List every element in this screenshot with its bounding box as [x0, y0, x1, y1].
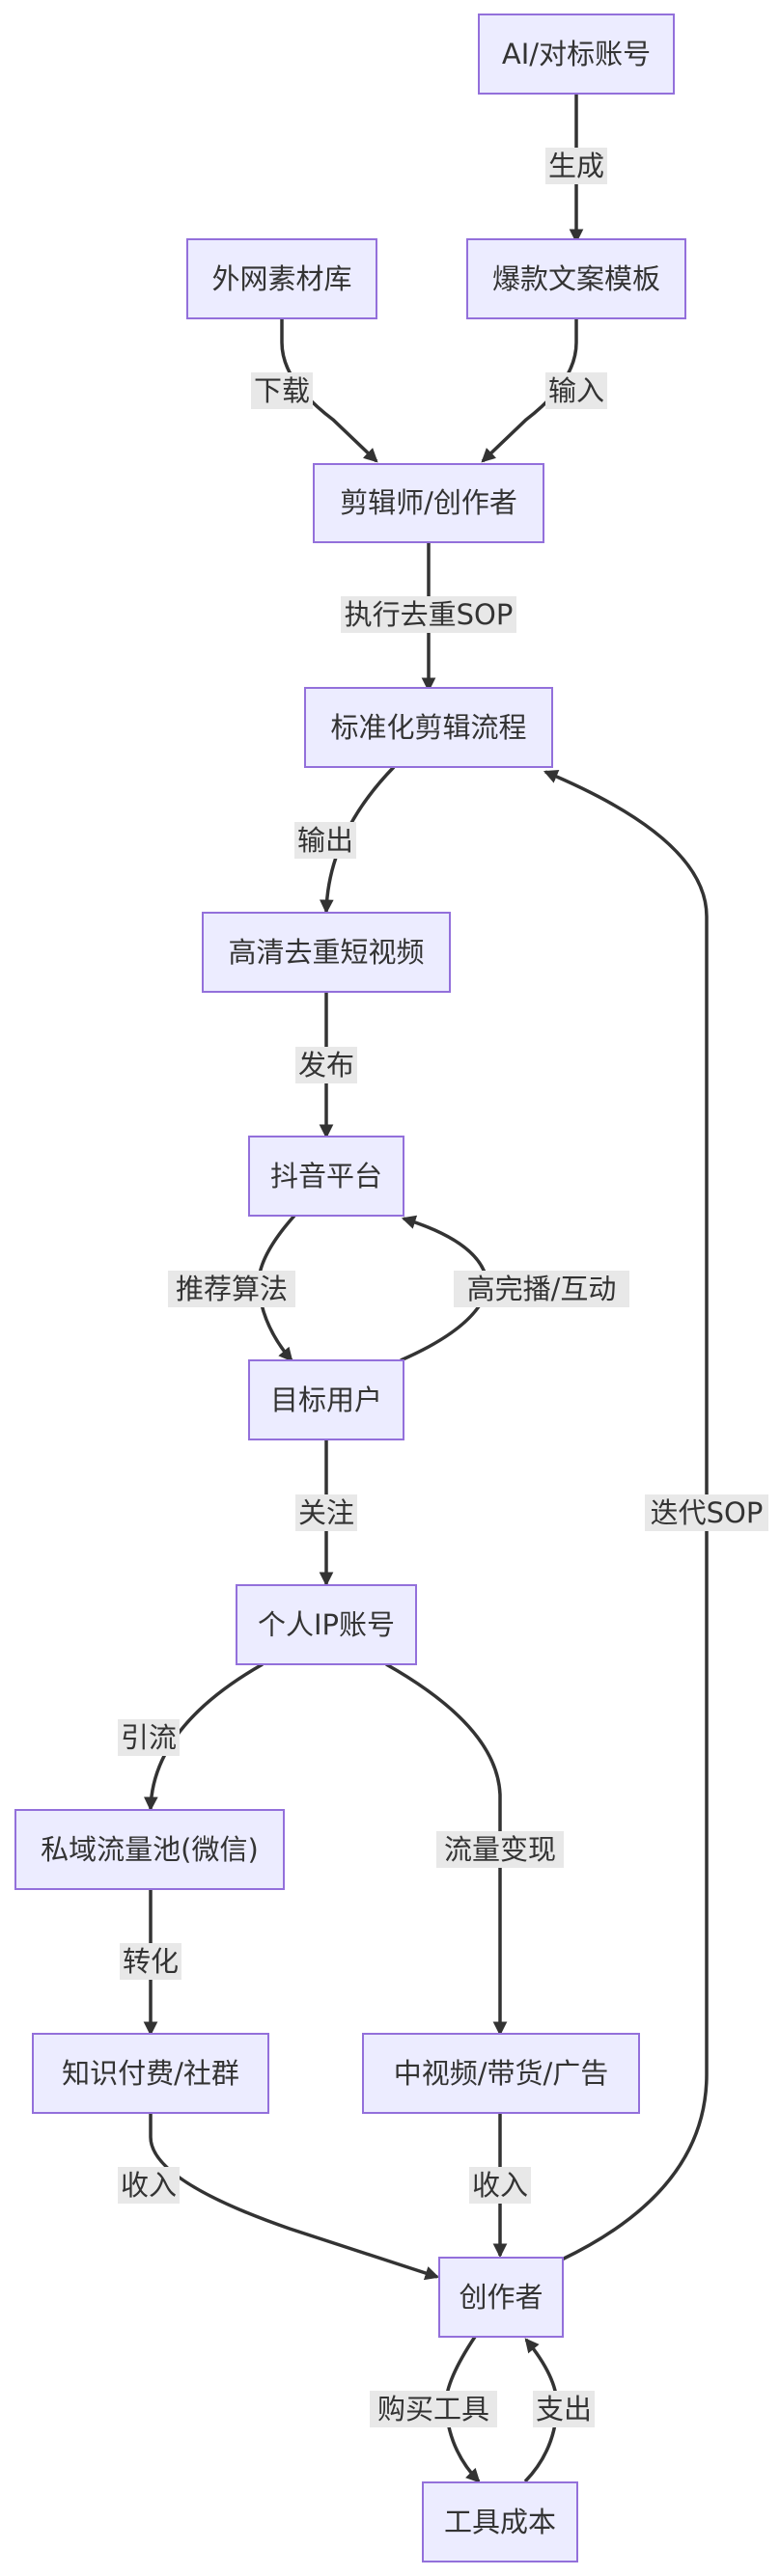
edge-labels: 生成 下载 输入 执行去重SOP 输出 发布 推荐算法 高完播/互动: [118, 148, 768, 2427]
svg-text:爆款文案模板: 爆款文案模板: [492, 262, 660, 295]
svg-text:外网素材库: 外网素材库: [211, 262, 351, 295]
svg-text:转化: 转化: [123, 1945, 179, 1978]
svg-text:生成: 生成: [548, 150, 604, 182]
svg-text:中视频/带货/广告: 中视频/带货/广告: [394, 2057, 609, 2090]
svg-text:收入: 收入: [472, 2169, 528, 2202]
svg-text:高清去重短视频: 高清去重短视频: [228, 936, 424, 969]
svg-text:输出: 输出: [297, 824, 353, 857]
edge-label-divert: 引流: [118, 1719, 180, 1756]
svg-text:创作者: 创作者: [459, 2281, 543, 2314]
svg-text:推荐算法: 推荐算法: [176, 1273, 288, 1305]
edge-label-expense: 支出: [533, 2391, 595, 2427]
svg-text:收入: 收入: [121, 2169, 177, 2202]
svg-text:抖音平台: 抖音平台: [270, 1160, 382, 1192]
svg-text:下载: 下载: [254, 374, 310, 407]
svg-text:输入: 输入: [548, 374, 604, 407]
node-douyin[interactable]: 抖音平台: [248, 1136, 404, 1217]
edge-label-follow: 关注: [295, 1494, 357, 1531]
svg-text:AI/对标账号: AI/对标账号: [502, 38, 651, 70]
svg-text:私域流量池(微信): 私域流量池(微信): [41, 1833, 259, 1866]
node-midvideo-ads[interactable]: 中视频/带货/广告: [362, 2033, 640, 2114]
node-tool-cost[interactable]: 工具成本: [422, 2481, 578, 2562]
node-target-users[interactable]: 目标用户: [248, 1359, 404, 1440]
edge-label-monetize: 流量变现: [436, 1831, 564, 1868]
edge-label-buy-tools: 购买工具: [370, 2391, 497, 2427]
svg-text:工具成本: 工具成本: [444, 2506, 556, 2538]
edge-divert: [143, 1662, 264, 1812]
edge-label-output: 输出: [294, 822, 356, 859]
edge-label-income-right: 收入: [469, 2167, 531, 2204]
node-creator[interactable]: 创作者: [438, 2257, 564, 2338]
svg-text:个人IP账号: 个人IP账号: [258, 1608, 395, 1641]
node-private-pool[interactable]: 私域流量池(微信): [14, 1809, 285, 1890]
svg-text:发布: 发布: [298, 1049, 354, 1082]
node-editor[interactable]: 剪辑师/创作者: [313, 463, 544, 543]
svg-text:购买工具: 购买工具: [377, 2393, 489, 2425]
edge-label-engagement: 高完播/互动: [454, 1271, 629, 1307]
edge-label-publish: 发布: [295, 1047, 357, 1083]
node-hd-video[interactable]: 高清去重短视频: [202, 912, 451, 993]
svg-text:执行去重SOP: 执行去重SOP: [345, 598, 514, 631]
svg-text:迭代SOP: 迭代SOP: [651, 1496, 764, 1529]
edge-label-iterate-sop: 迭代SOP: [645, 1494, 768, 1531]
edge-label-convert: 转化: [120, 1943, 181, 1980]
node-standard-flow[interactable]: 标准化剪辑流程: [304, 687, 553, 768]
edge-label-download: 下载: [251, 372, 313, 409]
node-knowledge-paid[interactable]: 知识付费/社群: [32, 2033, 269, 2114]
svg-text:高完播/互动: 高完播/互动: [467, 1273, 617, 1305]
edge-label-execute-sop: 执行去重SOP: [341, 596, 516, 633]
edge-label-generate: 生成: [545, 148, 607, 184]
edge-income-left: [149, 2113, 440, 2281]
node-viral-template[interactable]: 爆款文案模板: [466, 238, 686, 319]
svg-text:剪辑师/创作者: 剪辑师/创作者: [340, 486, 517, 519]
node-ip-account[interactable]: 个人IP账号: [236, 1584, 417, 1665]
node-ai-accounts[interactable]: AI/对标账号: [478, 14, 675, 95]
node-overseas-library[interactable]: 外网素材库: [186, 238, 377, 319]
svg-text:关注: 关注: [298, 1496, 354, 1529]
svg-text:目标用户: 目标用户: [270, 1384, 382, 1416]
edge-iterate-sop: [543, 770, 709, 2261]
edge-label-income-left: 收入: [118, 2167, 180, 2204]
edge-label-input: 输入: [545, 372, 607, 409]
svg-text:标准化剪辑流程: 标准化剪辑流程: [330, 711, 526, 744]
edge-monetize: [385, 1662, 508, 2037]
svg-text:引流: 引流: [121, 1721, 177, 1754]
svg-text:支出: 支出: [536, 2393, 592, 2425]
svg-text:流量变现: 流量变现: [444, 1833, 556, 1866]
nodes: AI/对标账号 外网素材库 爆款文案模板 剪辑师/创作者 标准化剪辑流程 高清去…: [14, 14, 686, 2562]
svg-text:知识付费/社群: 知识付费/社群: [62, 2057, 239, 2090]
edge-label-recommend: 推荐算法: [168, 1271, 295, 1307]
